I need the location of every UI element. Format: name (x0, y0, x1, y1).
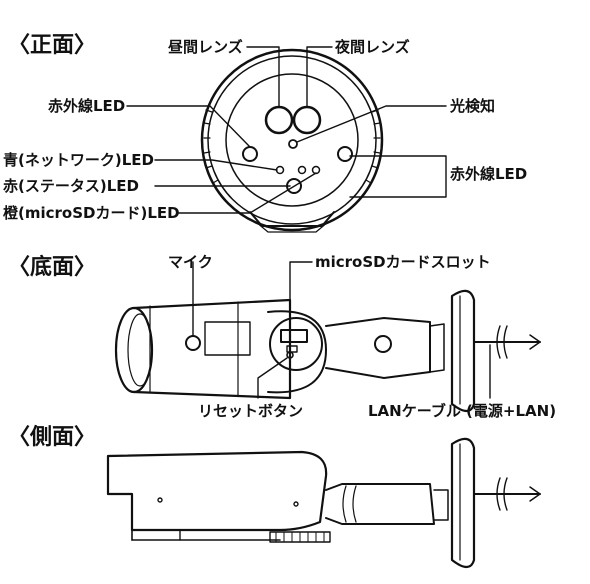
side-wall-plate (450, 437, 476, 569)
bottom-view-camera (114, 289, 541, 413)
front-glass (225, 73, 359, 207)
reset-button (286, 351, 294, 359)
label-light-sensor: 光検知 (450, 97, 496, 115)
microsd-slot (280, 329, 308, 343)
ir-led-right (337, 146, 353, 162)
label-day-lens: 昼間レンズ (168, 38, 243, 56)
label-ir-led-right: 赤外線LED (450, 165, 528, 183)
section-title-front: 〈正面〉 (8, 33, 97, 58)
bottom-rear-cap (267, 310, 327, 394)
side-body (106, 450, 328, 532)
label-night-lens: 夜間レンズ (335, 38, 410, 56)
ir-led-left (242, 146, 258, 162)
day-lens (264, 105, 294, 135)
bottom-arm (325, 317, 431, 379)
label-sd-slot: microSDカードスロット (315, 253, 491, 271)
label-red-led: 赤(ステータス)LED (3, 177, 139, 195)
bottom-wall-plate (450, 289, 476, 413)
label-ir-led-left: 赤外線LED (48, 97, 126, 115)
label-blue-led: 青(ネットワーク)LED (3, 151, 154, 169)
light-sensor (288, 139, 298, 149)
front-housing-ring (207, 55, 377, 225)
label-plate (204, 321, 251, 356)
label-mic: マイク (168, 253, 213, 271)
red-led (297, 165, 307, 175)
section-title-bottom: 〈底面〉 (8, 255, 97, 280)
night-lens (292, 105, 322, 135)
front-bracket (249, 211, 335, 227)
side-arm (325, 483, 435, 525)
label-lan-cable: LANケーブル (電源+LAN) (368, 402, 557, 420)
bottom-leader-lines (192, 261, 491, 399)
label-orange-led: 橙(microSDカード)LED (3, 204, 180, 222)
front-housing-outer (200, 48, 384, 232)
side-view-camera (106, 437, 541, 569)
front-view-camera (200, 48, 384, 233)
microphone (185, 335, 201, 351)
bottom-body (132, 298, 292, 400)
label-reset-button: リセットボタン (198, 402, 304, 420)
section-title-side: 〈側面〉 (8, 425, 97, 450)
front-leader-lines (126, 46, 447, 214)
